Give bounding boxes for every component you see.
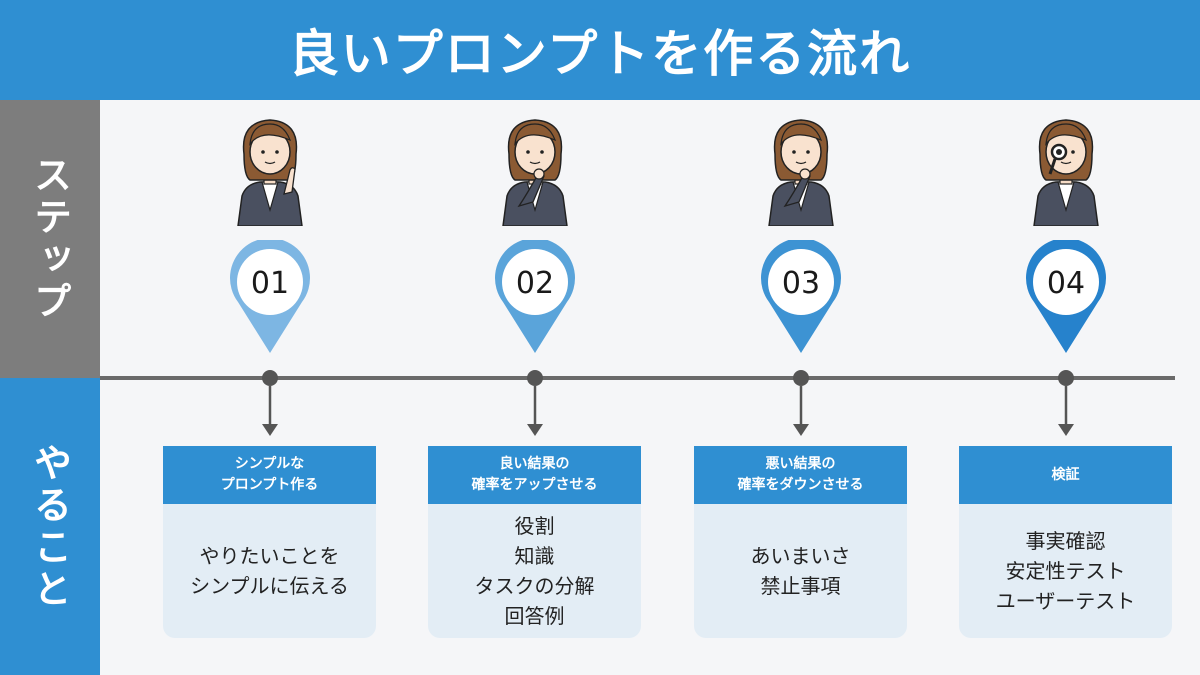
location-pin-icon [230, 240, 310, 353]
card-title-line: 良い結果の [499, 456, 570, 472]
card-body-line: あいまいさ [750, 544, 851, 568]
header-banner: 良いプロンプトを作る流れ [0, 0, 1200, 100]
step-number: 02 [515, 266, 555, 301]
step-card-body: あいまいさ禁止事項 [694, 504, 907, 638]
card-title-line: 確率をアップさせる [471, 477, 598, 493]
todo-label-text: やること [27, 442, 72, 611]
step-column-4: 04 検証 事実確認安定性テストユーザーテスト [946, 100, 1186, 675]
businesswoman-pondering-icon [768, 119, 834, 226]
step-number: 04 [1046, 266, 1086, 301]
card-body-line: やりたいことを [199, 544, 340, 568]
location-pin-icon [495, 240, 575, 353]
step-card-title: 検証 [959, 446, 1172, 504]
card-body-line: 事実確認 [1025, 529, 1106, 553]
card-body-line: 回答例 [504, 604, 565, 628]
step-card-body: 事実確認安定性テストユーザーテスト [959, 504, 1172, 638]
card-title-line: シンプルな [234, 456, 305, 472]
arrow-down-icon [1058, 386, 1074, 436]
todo-row-label: やること [0, 378, 100, 675]
step-number: 01 [250, 266, 290, 301]
card-body-line: 禁止事項 [760, 574, 841, 598]
step-column-2: 02 良い結果の確率をアップさせる 役割知識タスクの分解回答例 [415, 100, 655, 675]
timeline-node [1058, 370, 1074, 386]
arrow-down-icon [527, 386, 543, 436]
card-title-line: 確率をダウンさせる [737, 477, 864, 493]
businesswoman-magnifier-icon [1033, 119, 1099, 226]
step-card-title: 悪い結果の確率をダウンさせる [694, 446, 907, 504]
timeline-node [527, 370, 543, 386]
step-card-title: シンプルなプロンプト作る [163, 446, 376, 504]
businesswoman-thinking-icon [502, 119, 568, 226]
step-column-3: 03 悪い結果の確率をダウンさせる あいまいさ禁止事項 [681, 100, 921, 675]
card-title-line: 悪い結果の [765, 456, 836, 472]
card-title-line: 検証 [1051, 466, 1080, 483]
page-title: 良いプロンプトを作る流れ [288, 25, 912, 83]
card-body-line: 役割 [514, 514, 555, 538]
card-body-line: タスクの分解 [474, 574, 595, 598]
step-card-body: 役割知識タスクの分解回答例 [428, 504, 641, 638]
location-pin-icon [1026, 240, 1106, 353]
step-label-text: ステップ [27, 155, 72, 323]
arrow-down-icon [262, 386, 278, 436]
card-body-line: ユーザーテスト [995, 589, 1136, 613]
card-body-line: シンプルに伝える [190, 574, 349, 598]
step-column-1: 01 シンプルなプロンプト作る やりたいことをシンプルに伝える [150, 100, 390, 675]
step-card-body: やりたいことをシンプルに伝える [163, 504, 376, 638]
arrow-down-icon [793, 386, 809, 436]
step-number: 03 [781, 266, 821, 301]
businesswoman-pointing-icon [237, 119, 303, 226]
card-body-line: 安定性テスト [1005, 559, 1126, 583]
timeline-line [100, 376, 1175, 380]
timeline-node [262, 370, 278, 386]
step-card-title: 良い結果の確率をアップさせる [428, 446, 641, 504]
timeline-node [793, 370, 809, 386]
step-row-label: ステップ [0, 100, 100, 378]
location-pin-icon [761, 240, 841, 353]
card-body-line: 知識 [514, 544, 555, 568]
card-title-line: プロンプト作る [220, 477, 319, 493]
